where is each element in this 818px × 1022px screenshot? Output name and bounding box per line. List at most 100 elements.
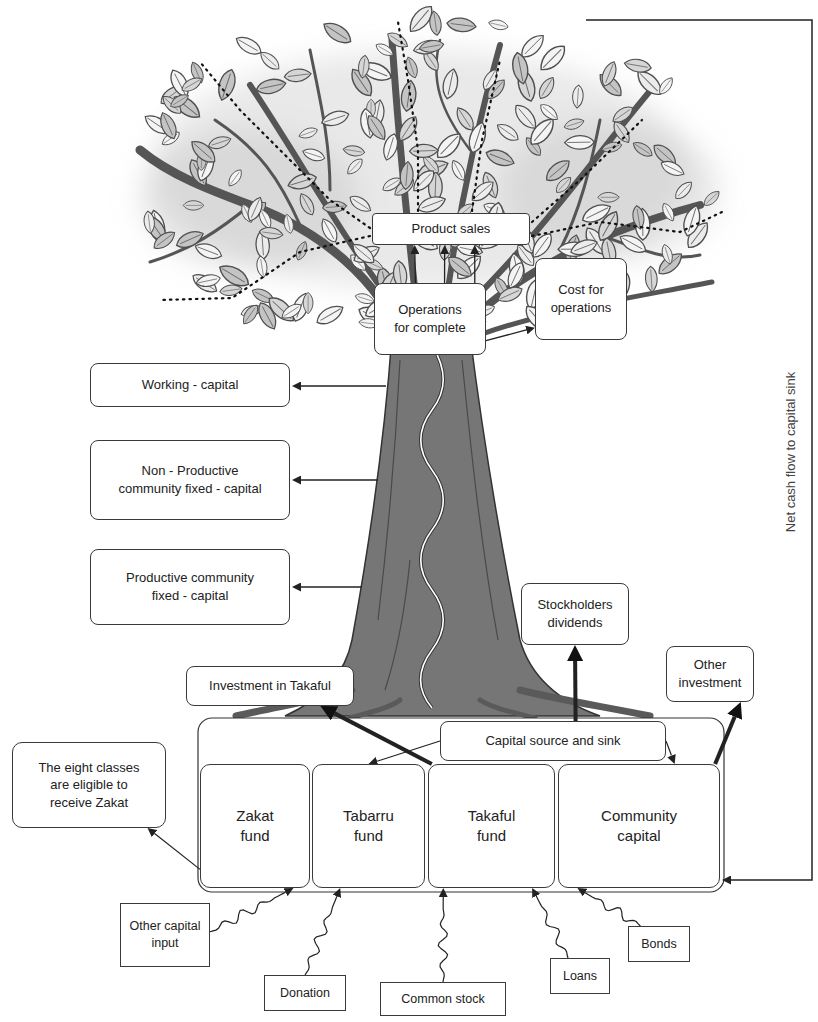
dotted-path — [398, 22, 418, 211]
leaf-vein — [543, 49, 561, 67]
capital-box: Working - capital — [90, 363, 290, 407]
leaf — [284, 68, 312, 83]
output-box: Product sales — [372, 213, 530, 245]
leaf-vein — [421, 45, 440, 48]
leaf — [255, 300, 281, 332]
leaf — [282, 213, 295, 234]
dotted-paths — [160, 22, 722, 300]
leaf-vein — [353, 199, 369, 209]
leaf — [279, 301, 304, 322]
leaf — [233, 33, 264, 58]
leader-arrow — [301, 479, 378, 480]
outflow-box: Stockholders dividends — [521, 583, 629, 645]
flow-arrow — [715, 717, 735, 764]
leaf — [195, 273, 221, 289]
leaf-vein — [239, 40, 258, 51]
leaf — [449, 158, 468, 182]
leaf — [645, 266, 658, 292]
leaf-vein — [606, 64, 614, 83]
outflow-box: Other investment — [666, 646, 754, 702]
leaf-blade — [701, 188, 722, 208]
leaf-vein — [164, 115, 173, 135]
node-label: Takaful fund — [453, 806, 530, 847]
leaf-blade — [631, 139, 655, 160]
leaf — [297, 126, 318, 141]
leaf-vein — [186, 205, 202, 206]
leaf-vein — [434, 13, 437, 32]
leaf — [656, 75, 675, 96]
branch — [140, 150, 405, 345]
dotted-path — [160, 236, 370, 300]
leaf — [433, 129, 466, 162]
leaf-vein — [615, 110, 630, 121]
leaf — [187, 137, 219, 167]
leaf — [598, 192, 619, 202]
leaf-blade — [320, 18, 355, 47]
leaf — [510, 51, 530, 85]
leaf — [409, 144, 438, 158]
leaf — [660, 243, 675, 265]
leaf-vein — [390, 36, 405, 46]
leaf — [296, 191, 317, 217]
leaf-blade — [193, 240, 224, 262]
flow-arrow — [444, 254, 445, 283]
leaf-blade — [528, 230, 556, 261]
flow-arrow — [486, 330, 526, 341]
leaf-blade — [542, 156, 573, 185]
trunk-arrows — [301, 386, 386, 587]
leaf — [357, 55, 370, 79]
input-box: Donation — [264, 975, 346, 1011]
leaf — [610, 103, 636, 125]
leaf — [511, 101, 540, 132]
leaf-blade — [374, 41, 396, 59]
leaf-vein — [301, 131, 315, 136]
leaf-vein — [452, 260, 469, 274]
fund-box: Zakat fund — [200, 764, 310, 888]
leaf-vein — [198, 279, 217, 283]
leaf-blade — [255, 300, 281, 332]
node-label: Common stock — [401, 991, 484, 1008]
leaf-blade — [322, 200, 347, 213]
leaf-blade — [255, 77, 287, 97]
leaf-blade — [320, 108, 351, 129]
leaf-vein — [657, 148, 674, 163]
leaf-blade — [446, 16, 477, 33]
leaf-vein — [222, 269, 244, 282]
leaf-blade — [357, 55, 370, 79]
leaf-vein — [451, 24, 474, 27]
leaf-blade — [484, 76, 508, 102]
node-label: Capital source and sink — [485, 732, 620, 750]
leaf-vein — [637, 209, 640, 227]
leaf — [484, 146, 517, 169]
leaf — [572, 85, 584, 109]
leaf-vein — [371, 119, 383, 138]
leaf-blade — [504, 260, 527, 291]
leaf-vein — [230, 172, 239, 185]
capital-box: Productive community fixed - capital — [90, 549, 290, 625]
leaf — [542, 156, 573, 185]
leaf-blade — [536, 75, 558, 102]
leaf-vein — [490, 23, 505, 27]
leaf-vein — [550, 163, 568, 178]
leaf — [418, 39, 444, 54]
leaf-vein — [665, 206, 672, 220]
cost-box: Cost for operations — [535, 258, 627, 340]
leaf — [301, 146, 326, 163]
leaf-vein — [326, 26, 347, 40]
leaf-vein — [387, 137, 393, 157]
note-box: The eight classes are eligible to receiv… — [12, 742, 166, 828]
leaf-vein — [378, 46, 391, 54]
leaf — [183, 201, 204, 210]
leaf-blade — [187, 137, 219, 167]
leaf-vein — [454, 162, 462, 177]
leaf-blade — [347, 193, 374, 216]
leaf-vein — [525, 37, 541, 53]
leaf-blade — [660, 201, 677, 223]
leaf-vein — [706, 193, 717, 204]
leaf-blade — [318, 216, 341, 245]
leaf — [399, 161, 414, 190]
leaf-vein — [518, 57, 523, 81]
source-box: Capital source and sink — [440, 721, 666, 761]
leaf-blade — [314, 302, 346, 329]
